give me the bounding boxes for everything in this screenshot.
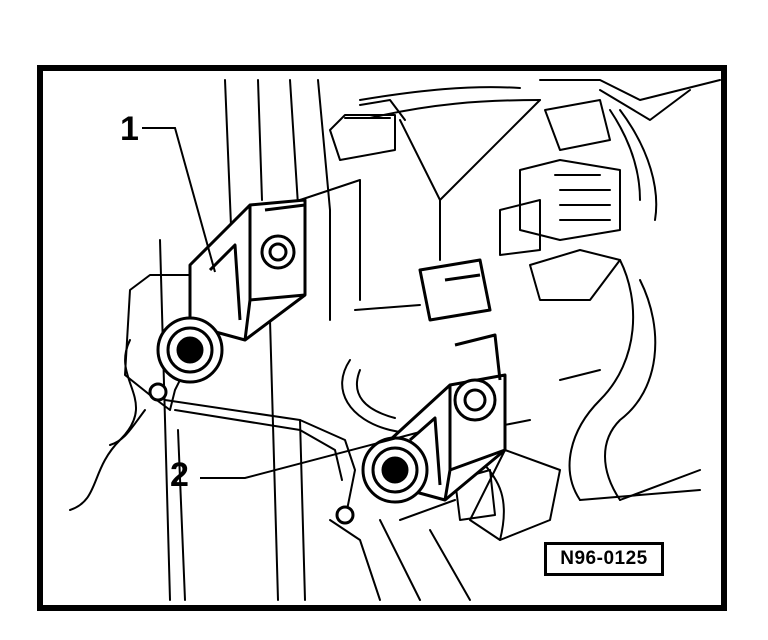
callout-label-1: 1 — [120, 110, 139, 148]
connector-1 — [188, 198, 307, 342]
bolt-1 — [148, 316, 224, 402]
leader-line-1 — [142, 127, 216, 273]
background-linework — [69, 79, 721, 601]
figure-reference-code: N96-0125 — [544, 542, 664, 576]
callout-label-2: 2 — [170, 456, 189, 494]
connector-2 — [388, 258, 507, 502]
leader-line-2 — [200, 431, 421, 479]
figure-frame — [37, 65, 727, 611]
